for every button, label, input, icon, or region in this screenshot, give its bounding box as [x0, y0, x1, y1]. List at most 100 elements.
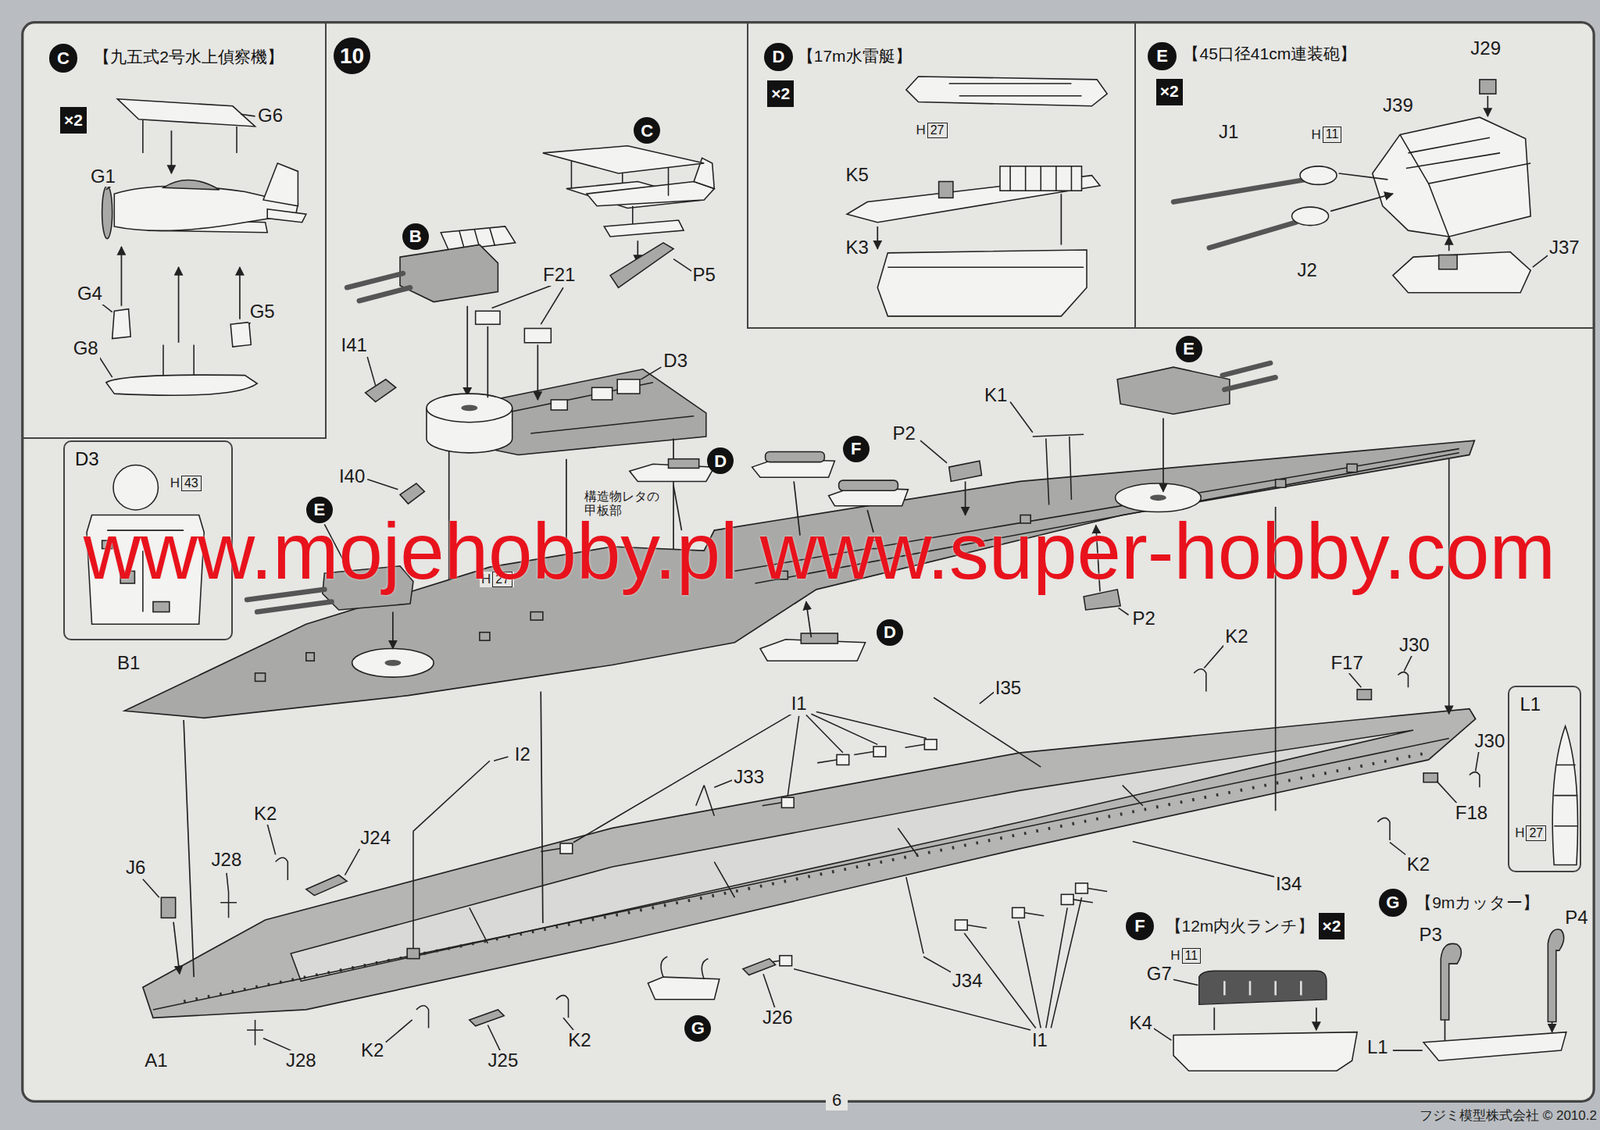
seaplane-parts: [117, 99, 255, 127]
callout-letter-circle: F: [842, 435, 870, 463]
part-number: K4: [1128, 1013, 1154, 1035]
part-number: K3: [843, 237, 870, 259]
part-number: I41: [339, 335, 369, 357]
part-number: J39: [1381, 95, 1415, 117]
deck-fittings: [1010, 402, 1084, 506]
part-number: I1: [789, 693, 809, 715]
torpedo-boat-parts: [949, 83, 1083, 97]
callout-letter: F: [850, 439, 861, 459]
small-fittings: [306, 875, 347, 897]
boats-on-deck: [839, 480, 899, 491]
catapult-and-seaplane: [610, 242, 674, 288]
forward-turret-and-bridge: [475, 310, 500, 325]
cutter-and-davits: [1392, 1050, 1423, 1052]
part-number: J25: [486, 1050, 521, 1072]
boats-on-deck: [800, 633, 838, 644]
quantity-mark: ×2: [1160, 82, 1179, 101]
small-fittings: [413, 757, 508, 954]
forward-turret-and-bridge: [487, 326, 538, 400]
torpedo-boat-parts: [906, 76, 1108, 107]
part-number: K2: [359, 1040, 386, 1062]
part-number: K5: [843, 164, 870, 186]
paint-prefix: H: [1170, 948, 1180, 965]
secondary-guns: [560, 843, 573, 854]
seaplane-parts: [106, 375, 258, 396]
forward-turret-and-bridge: [367, 367, 661, 490]
panel-heading: 【17m水雷艇】: [797, 46, 912, 66]
part-number: K2: [252, 803, 279, 825]
torpedo-boat-parts: [939, 181, 954, 198]
hull: [469, 785, 1143, 944]
callout-letter: G: [691, 1018, 705, 1039]
part-number: J24: [358, 828, 393, 850]
callout-letter-circle: D: [764, 42, 793, 72]
secondary-guns: [905, 744, 925, 748]
upper-deck: [1275, 479, 1286, 488]
main-turret-parts: [1372, 117, 1531, 237]
seaplane-parts: [239, 267, 241, 320]
quantity-badge: ×2: [60, 107, 87, 134]
secondary-guns: [540, 849, 561, 853]
small-fittings: [1193, 644, 1225, 692]
callout-letter: D: [883, 622, 897, 643]
callout-letter-circle: G: [1378, 889, 1408, 918]
part-number: G1: [89, 166, 118, 188]
seaplane-parts: [163, 179, 220, 190]
paint-number: 11: [1322, 126, 1343, 143]
upper-deck: [1346, 464, 1358, 472]
small-fittings: [1132, 841, 1276, 878]
torpedo-boat-parts: [877, 193, 1061, 250]
small-fittings: [1397, 654, 1412, 688]
main-turret-parts: [1392, 252, 1531, 293]
paint-prefix: H: [915, 122, 925, 139]
small-fittings: [1349, 673, 1362, 688]
seaplane-parts: [267, 209, 307, 223]
small-fittings: [173, 922, 180, 975]
torpedo-boat-parts: [1000, 166, 1082, 191]
forward-turret-and-bridge: [365, 379, 397, 403]
upper-deck: [479, 632, 490, 641]
catapult-and-seaplane: [542, 146, 704, 174]
main-turret-parts: [1400, 134, 1531, 237]
part-number: G4: [75, 283, 104, 305]
detail-inset: L1H27: [1507, 685, 1582, 873]
callout-letter: B: [409, 226, 422, 247]
secondary-guns: [836, 754, 850, 765]
main-turret-parts: [1292, 207, 1329, 226]
part-number: J28: [210, 850, 244, 872]
part-number: K2: [566, 1030, 593, 1052]
panel-heading: 【45口径41cm連装砲】: [1182, 44, 1357, 64]
upper-deck: [1150, 494, 1167, 501]
part-number: J29: [1468, 38, 1503, 60]
catapult-and-seaplane: [673, 259, 693, 272]
deck-fittings: [949, 460, 983, 482]
seaplane-parts: [171, 130, 173, 174]
paint-prefix: H: [170, 475, 180, 492]
part-number: D3: [661, 350, 690, 372]
callout-letter-circle: B: [402, 223, 429, 250]
seaplane-parts: [178, 267, 180, 343]
small-fittings: [267, 824, 288, 881]
aft-and-fore-turrets: [246, 363, 1276, 650]
boats-on-deck: [668, 459, 700, 469]
upper-deck: [530, 612, 543, 621]
secondary-guns: [1060, 894, 1074, 905]
part-number: J37: [1547, 237, 1582, 259]
copyright-footer: フジミ模型株式会社 © 2010.2: [1419, 1108, 1597, 1124]
part-number: B1: [115, 653, 142, 675]
part-number: P4: [1563, 907, 1590, 929]
cutter-and-davits: [1547, 929, 1564, 1023]
torpedo-boat-parts: [877, 250, 1087, 317]
callout-letter: F: [1134, 916, 1145, 936]
part-number: G8: [71, 338, 100, 360]
seaplane-parts: [102, 185, 113, 240]
paint-number: 11: [1182, 948, 1202, 965]
main-turret-parts: [1330, 173, 1393, 211]
hull: [153, 739, 1450, 1011]
callout-letter-circle: E: [1175, 335, 1203, 363]
forward-turret-and-bridge: [346, 273, 411, 301]
part-number: F17: [1328, 653, 1365, 675]
secondary-guns: [1087, 888, 1108, 892]
cutter-inset-drawing: [1552, 726, 1578, 866]
small-fittings: [407, 949, 420, 960]
